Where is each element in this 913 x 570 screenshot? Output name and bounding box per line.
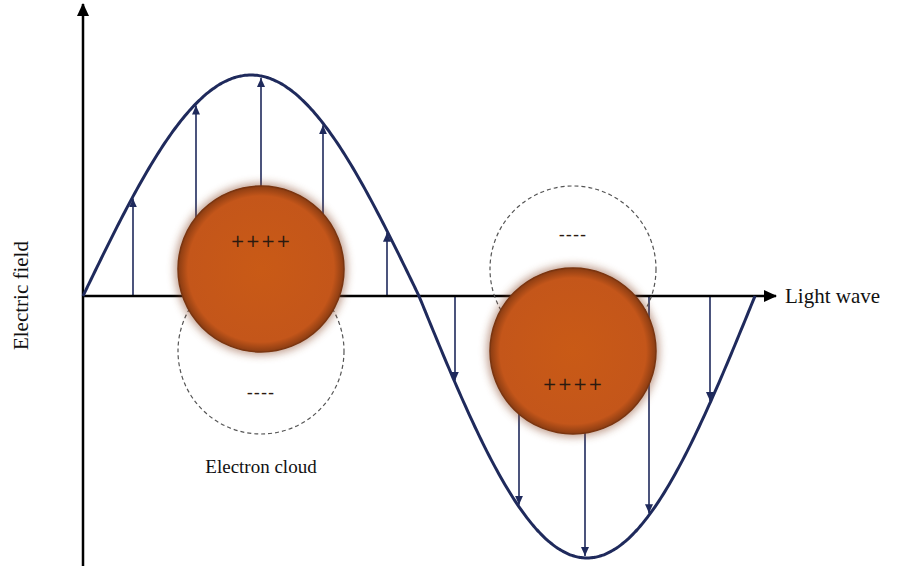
charge-sign: ----	[247, 383, 276, 402]
particle-outline	[476, 254, 670, 448]
cloud-outline-circle	[178, 268, 344, 434]
particle-glow	[175, 183, 347, 355]
field-arrows	[133, 78, 710, 556]
particle-body	[178, 186, 344, 352]
field-arrow	[132, 198, 134, 296]
charge-sign: ----	[559, 225, 588, 244]
charge-sign: ++++	[231, 232, 292, 251]
y-axis	[82, 4, 85, 566]
part-label: Electron cloud	[205, 457, 316, 478]
field-arrow	[709, 296, 711, 401]
nanoparticle-circle: ++++	[164, 172, 358, 366]
sine-wave	[83, 75, 755, 558]
nanoparticle-circle: ++++	[476, 254, 670, 448]
field-arrow	[386, 233, 388, 296]
charge-sign: ++++	[543, 375, 604, 394]
particle-outline	[164, 172, 358, 366]
axis-label: Electric field	[10, 241, 33, 350]
field-arrow	[454, 296, 456, 381]
particle-body	[490, 268, 656, 434]
particle-glow	[487, 265, 659, 437]
axis-label: Light wave	[785, 285, 880, 308]
